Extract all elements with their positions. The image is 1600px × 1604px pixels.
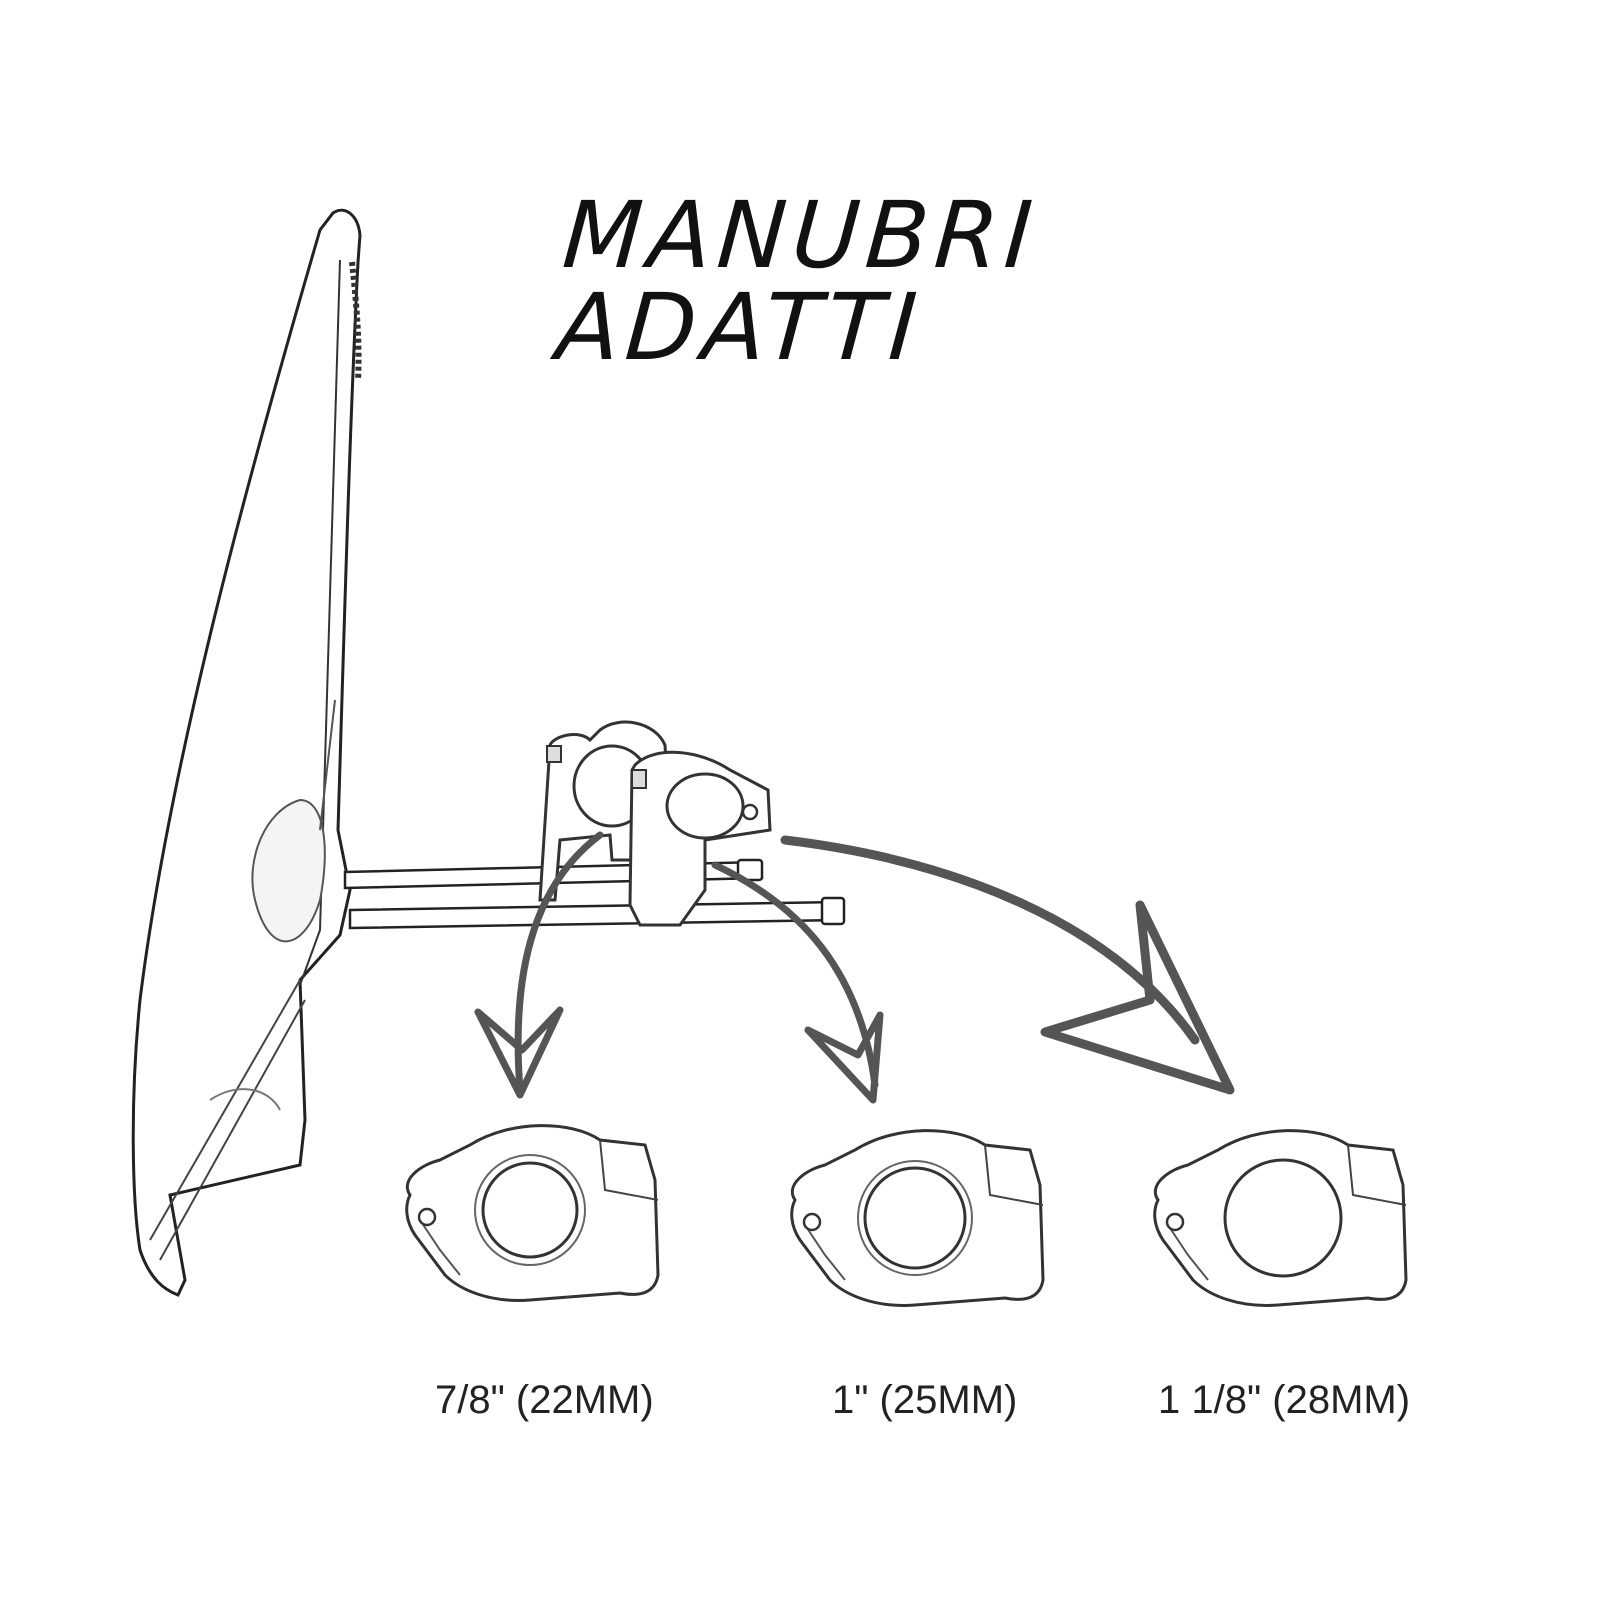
clamp-28mm bbox=[1153, 1129, 1408, 1307]
mounted-clamps bbox=[538, 720, 772, 927]
clamp-25mm bbox=[790, 1129, 1045, 1307]
size-arrows bbox=[474, 831, 1235, 1104]
size-label-25mm: 1" (25MM) bbox=[832, 1378, 1018, 1422]
size-label-28mm: 1 1/8" (28MM) bbox=[1158, 1378, 1411, 1422]
mirror-illustration bbox=[131, 208, 362, 1297]
clamp-22mm bbox=[405, 1124, 660, 1302]
size-label-22mm: 7/8" (22MM) bbox=[435, 1378, 654, 1422]
diagram-title: MANUBRI ADATTI bbox=[553, 182, 1042, 381]
